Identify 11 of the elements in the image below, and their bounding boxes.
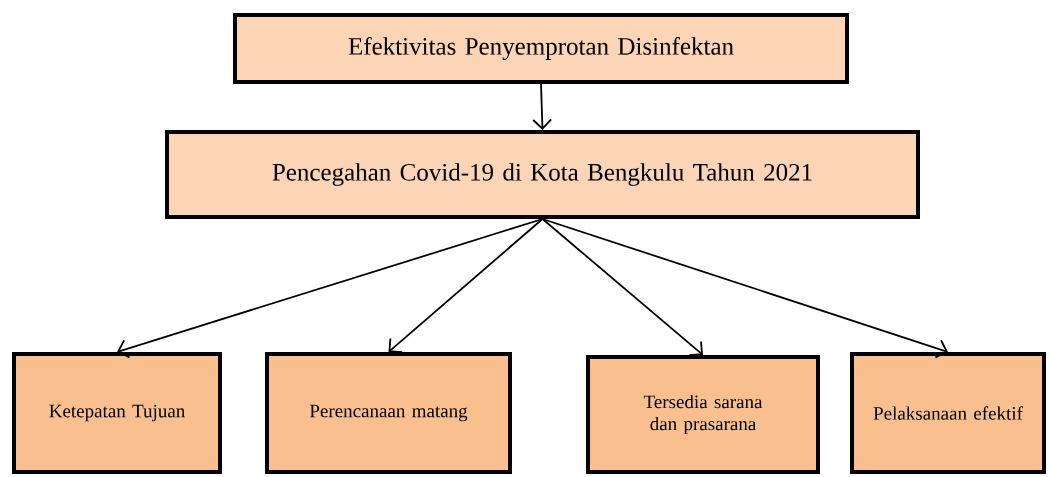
- arrow: [541, 218, 703, 357]
- arrow: [388, 218, 544, 353]
- process-box: Pencegahan Covid-19 di Kota Bengkulu Tahun 2021: [165, 130, 920, 219]
- arrow: [541, 218, 948, 359]
- process-box: Perencanaan matang: [265, 352, 512, 474]
- process-box: Pelaksanaan efektif: [850, 352, 1046, 474]
- process-box: Efektivitas Penyemprotan Disinfektan: [233, 13, 849, 84]
- arrow: [117, 218, 544, 359]
- process-box: Tersedia sarana dan prasarana: [586, 355, 820, 474]
- process-box: Ketepatan Tujuan: [12, 352, 222, 474]
- arrow: [532, 83, 553, 130]
